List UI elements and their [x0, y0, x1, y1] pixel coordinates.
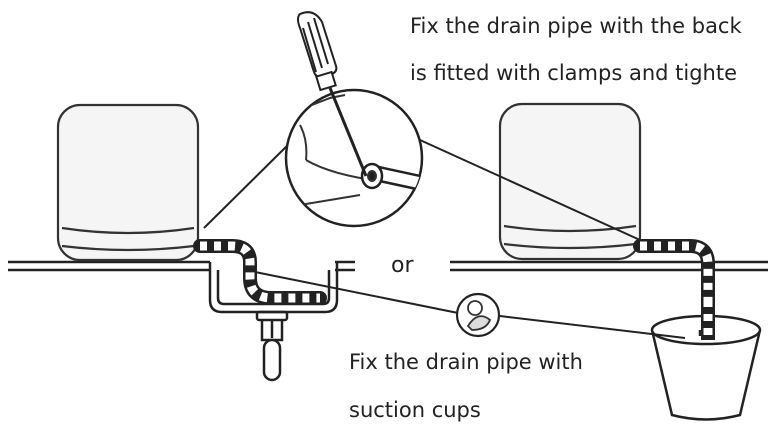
clamp-instruction-line-1: Fix the drain pipe with the back [410, 14, 742, 38]
clamp-instruction-line-2: is fitted with clamps and tighte [410, 61, 737, 85]
dishwasher-icon [56, 103, 200, 262]
suction-cup-icon [455, 292, 501, 338]
drain-hose-left [193, 239, 327, 305]
suction-instruction-line-2: suction cups [349, 398, 481, 422]
countertop-right [450, 260, 768, 272]
leader-lines [203, 134, 686, 339]
sink-icon [208, 262, 339, 382]
or-label: or [391, 253, 414, 278]
screwdriver-icon [297, 11, 368, 177]
drain-hose-right [633, 239, 715, 347]
suction-instruction-line-1: Fix the drain pipe with [349, 350, 583, 374]
magnifier-circle [284, 88, 424, 228]
countertop-left [8, 260, 355, 272]
dishwasher-icon [498, 102, 642, 261]
